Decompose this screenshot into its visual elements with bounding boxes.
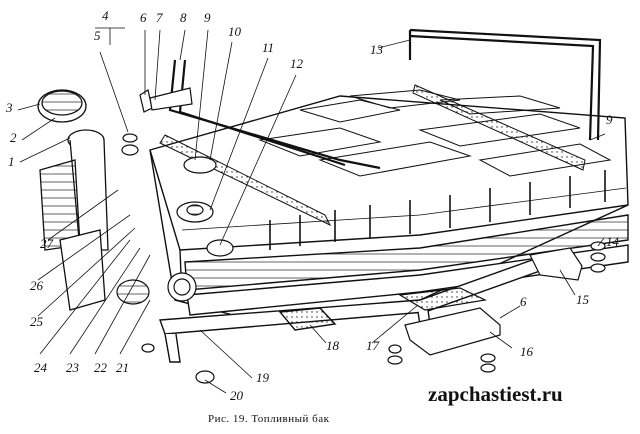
callout-10: 10 xyxy=(228,24,242,39)
callout-13: 13 xyxy=(370,42,384,57)
strap-frame xyxy=(168,28,602,170)
callout-4: 4 xyxy=(102,8,109,23)
callout-11: 11 xyxy=(262,40,274,55)
callout-6: 6 xyxy=(140,10,147,25)
filler-neck xyxy=(37,89,109,311)
leader-lines xyxy=(17,27,606,394)
callout-16: 16 xyxy=(520,344,534,359)
callout-2: 2 xyxy=(10,130,17,145)
callout-1: 1 xyxy=(8,154,15,169)
callout-19: 19 xyxy=(256,370,270,385)
callout-22: 22 xyxy=(94,360,108,375)
front-fittings xyxy=(116,272,215,384)
callout-24: 24 xyxy=(34,360,48,375)
callout-18: 18 xyxy=(326,338,340,353)
callout-9: 9 xyxy=(204,10,211,25)
callout-21: 21 xyxy=(116,360,129,375)
callout-14: 14 xyxy=(606,234,620,249)
callout-8: 8 xyxy=(180,10,187,25)
callout-6: 6 xyxy=(520,294,527,309)
brackets xyxy=(387,241,606,373)
callout-17: 17 xyxy=(366,338,380,353)
figure-caption: Рис. 19. Топливный бак xyxy=(208,413,330,425)
callout-15: 15 xyxy=(576,292,590,307)
callout-23: 23 xyxy=(66,360,80,375)
top-fittings xyxy=(121,87,234,257)
callout-25: 25 xyxy=(30,314,44,329)
callout-26: 26 xyxy=(30,278,44,293)
watermark-text: zapchastiest.ru xyxy=(428,382,563,406)
tank-side-ribs xyxy=(269,170,606,250)
callout-20: 20 xyxy=(230,388,244,403)
tank-body xyxy=(149,95,629,323)
callout-7: 7 xyxy=(156,10,163,25)
callout-12: 12 xyxy=(290,56,304,71)
callout-9: 9 xyxy=(606,112,613,127)
callout-3: 3 xyxy=(5,100,13,115)
callout-5: 5 xyxy=(94,28,101,43)
callout-27: 27 xyxy=(40,236,54,251)
